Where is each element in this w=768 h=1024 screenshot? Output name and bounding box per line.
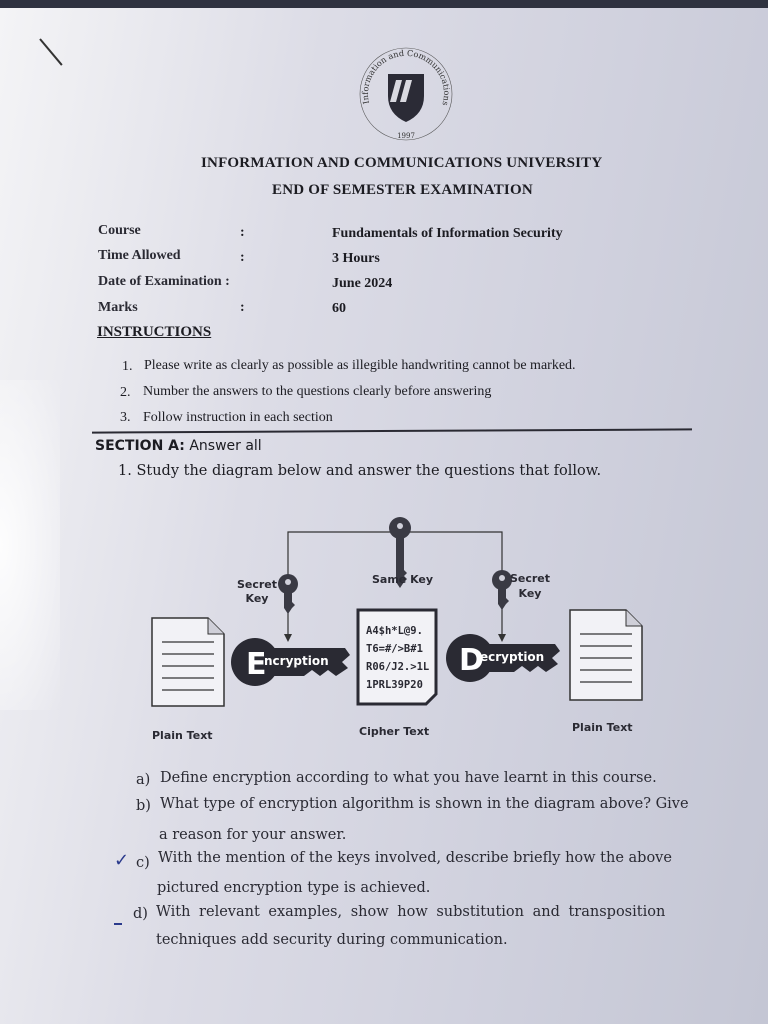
cipher-text-label: Cipher Text bbox=[359, 725, 429, 738]
cipher-line: A4$h*L@9. bbox=[366, 625, 423, 637]
plain-text-right-label: Plain Text bbox=[572, 721, 633, 734]
sub-question-label: b) bbox=[136, 798, 151, 814]
background-edge bbox=[0, 0, 768, 8]
marks-value: 60 bbox=[332, 301, 346, 316]
same-key-label: Same Key bbox=[372, 573, 433, 586]
university-logo: Information and Communications Universit… bbox=[356, 44, 453, 141]
light-glare bbox=[0, 380, 60, 710]
time-colon: : bbox=[240, 250, 245, 265]
arrow-left bbox=[284, 634, 292, 642]
encryption-letter: E bbox=[246, 647, 267, 682]
date-label: Date of Examination : bbox=[98, 274, 230, 289]
course-label: Course bbox=[98, 223, 141, 238]
university-name: INFORMATION AND COMMUNICATIONS UNIVERSIT… bbox=[201, 155, 603, 171]
secret-key-left-label: Secret bbox=[237, 578, 277, 591]
secret-key-right-label: Key bbox=[519, 587, 542, 600]
instruction-number: 2. bbox=[120, 385, 131, 400]
date-value: June 2024 bbox=[332, 276, 393, 291]
cipher-text-box: A4$h*L@9. T6=#/>B#1 R06/J2.>1L 1PRL39P20 bbox=[356, 608, 438, 706]
sub-question-text: With relevant examples, show how substit… bbox=[156, 904, 666, 920]
logo-year: 1997 bbox=[397, 132, 415, 140]
instruction-number: 1. bbox=[122, 359, 133, 374]
sub-question-label: d) bbox=[133, 906, 148, 922]
encryption-diagram: Same Key Secret Key Secret Key E ncrypti… bbox=[151, 517, 643, 742]
exam-title: END OF SEMESTER EXAMINATION bbox=[272, 182, 533, 198]
decryption-key-shape: D ecryption bbox=[446, 634, 560, 682]
marks-label: Marks bbox=[98, 300, 138, 315]
secret-key-left-label: Key bbox=[246, 592, 269, 605]
instruction-number: 3. bbox=[120, 410, 131, 425]
sub-question-text: a reason for your answer. bbox=[159, 827, 347, 843]
question-1: 1. Study the diagram below and answer th… bbox=[118, 463, 602, 479]
sub-question-text: techniques add security during communica… bbox=[156, 932, 508, 948]
same-key-icon bbox=[389, 517, 411, 588]
decryption-label: ecryption bbox=[480, 650, 544, 664]
plain-text-right-document bbox=[569, 609, 643, 701]
secret-key-right-icon bbox=[492, 570, 512, 610]
sub-question-text: Define encryption according to what you … bbox=[160, 770, 657, 786]
sub-question-text: What type of encryption algorithm is sho… bbox=[160, 796, 689, 812]
instructions-title: INSTRUCTIONS bbox=[97, 324, 212, 340]
section-a-title: SECTION A: bbox=[95, 438, 185, 454]
sub-question-label: c) bbox=[136, 855, 150, 871]
decryption-letter: D bbox=[459, 643, 484, 678]
dash-mark bbox=[114, 923, 122, 925]
arrow-right bbox=[498, 634, 506, 642]
time-value: 3 Hours bbox=[332, 251, 380, 266]
time-label: Time Allowed bbox=[98, 248, 181, 263]
plain-text-left-label: Plain Text bbox=[152, 729, 213, 742]
cipher-line: R06/J2.>1L bbox=[366, 661, 429, 673]
instruction-text: Number the answers to the questions clea… bbox=[143, 384, 492, 399]
sub-question-text: pictured encryption type is achieved. bbox=[157, 880, 431, 896]
cipher-line: T6=#/>B#1 bbox=[366, 643, 423, 655]
check-mark-icon: ✓ bbox=[114, 850, 130, 871]
sub-question-text: With the mention of the keys involved, d… bbox=[158, 850, 672, 866]
secret-key-left-icon bbox=[278, 574, 298, 614]
course-value: Fundamentals of Information Security bbox=[332, 226, 563, 241]
secret-key-right-label: Secret bbox=[510, 572, 550, 585]
instruction-text: Follow instruction in each section bbox=[143, 410, 333, 425]
sub-question-label: a) bbox=[136, 772, 151, 788]
course-colon: : bbox=[240, 225, 245, 240]
section-a-heading: SECTION A: Answer all bbox=[95, 438, 262, 454]
encryption-key-shape: E ncryption bbox=[231, 638, 350, 686]
section-a-subtitle: Answer all bbox=[189, 438, 262, 454]
cipher-line: 1PRL39P20 bbox=[366, 679, 423, 691]
marks-colon: : bbox=[240, 300, 245, 315]
plain-text-left-document bbox=[151, 617, 225, 707]
encryption-label: ncryption bbox=[264, 654, 329, 668]
instruction-text: Please write as clearly as possible as i… bbox=[144, 358, 576, 373]
